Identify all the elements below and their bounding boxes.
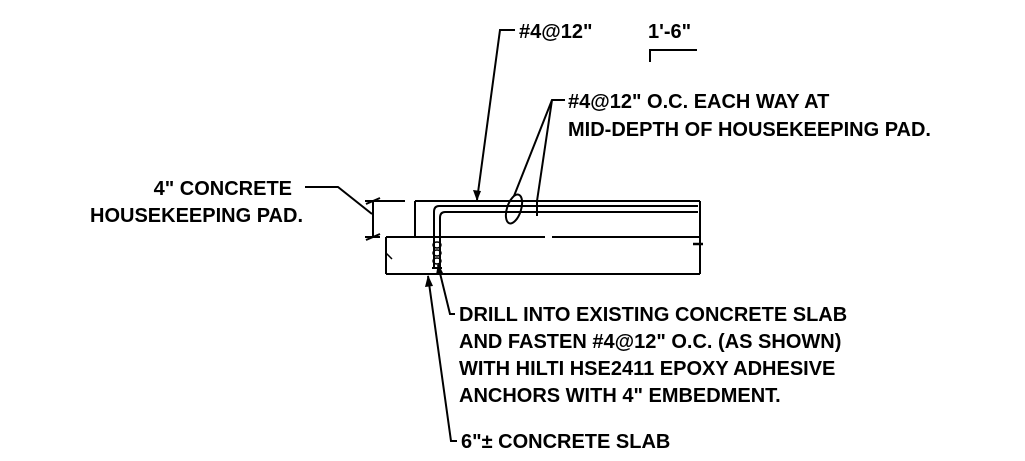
rebar-callout-label: #4@12" [519,21,592,43]
drill-note-line-3: WITH HILTI HSE2411 EPOXY ADHESIVE [459,358,835,380]
mid-depth-note-line-2: MID-DEPTH OF HOUSEKEEPING PAD. [568,119,931,141]
slab-note-arrow [425,275,433,287]
mid-depth-leader-b [536,99,553,202]
drill-note-line-4: ANCHORS WITH 4" EMBEDMENT. [459,385,781,407]
drill-note-leader [437,264,455,315]
pad-rebar [433,193,698,237]
mid-depth-note-line-1: #4@12" O.C. EACH WAY AT [568,91,829,113]
drill-note-line-1: DRILL INTO EXISTING CONCRETE SLAB [459,304,847,326]
drill-note-arrow [436,263,443,275]
rebar-callout-leader [476,29,515,201]
dimension-label: 1'-6" [648,21,691,43]
rebar-callout-arrow [473,190,481,201]
epoxy-dowel-anchor [432,237,442,269]
slab-note-leader [427,275,457,442]
pad-note-line-2: HOUSEKEEPING PAD. [90,205,303,227]
housekeeping-pad [414,200,701,237]
pad-note-leader [305,186,373,215]
dimension-bracket [649,49,697,62]
pad-note-line-1: 4" CONCRETE [154,178,292,200]
drill-note-line-2: AND FASTEN #4@12" O.C. (AS SHOWN) [459,331,841,353]
pad-thickness-dimension [365,197,405,241]
slab-note-label: 6"± CONCRETE SLAB [461,431,670,453]
